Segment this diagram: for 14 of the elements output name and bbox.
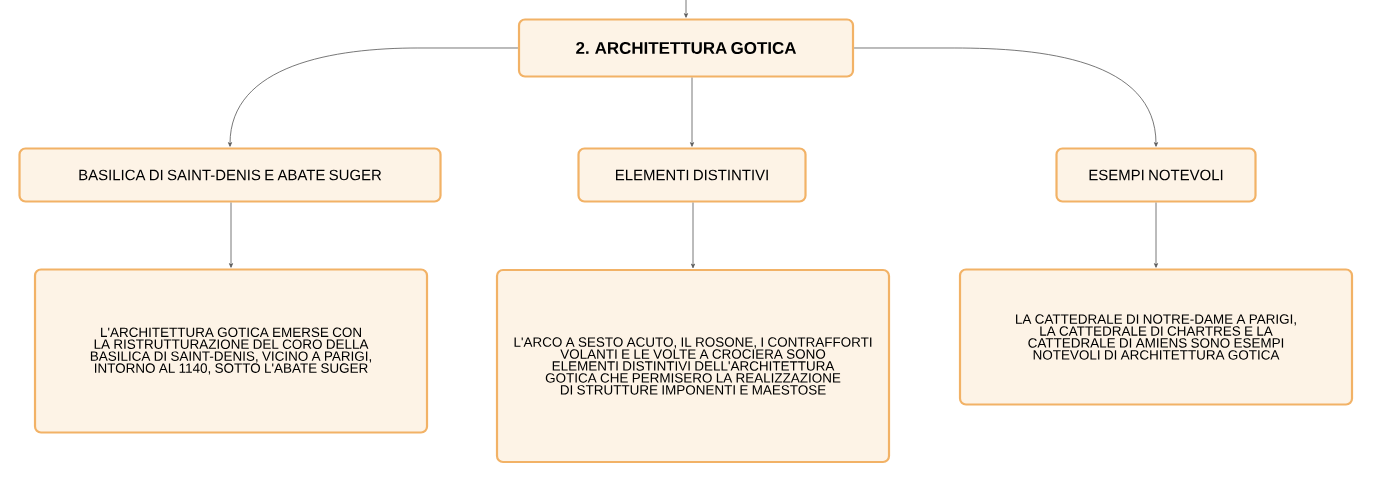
text-box: L'ARCO A SESTO ACUTO, IL ROSONE, I CONTRAFFORTI VOLANTI E LE VOLTE A CROCIERA SONO ELEMENTI DISTINTIVI DELL'ARCHITETTURA GOTICA CHE PERMISERO LA REALIZZAZIONE DI STRUTTURE IMPONENTI E MAESTOSE (495, 268, 891, 464)
arrow (229, 202, 233, 268)
text-box: L'ARCHITETTURA GOTICA EMERSE CON LA RISTRUTTURAZIONE DEL CORO DELLA BASILICA DI SAINT-DENIS, VICINO A PARIGI, INTORNO AL 1140, SOTTO L'ABATE SUGER (33, 268, 429, 434)
arrow (691, 202, 695, 269)
arrow (1154, 202, 1158, 268)
topic-box: ELEMENTI DISTINTIVI (577, 147, 807, 203)
arrow (690, 77, 694, 147)
text-box: LA CATTEDRALE DI NOTRE-DAME A PARIGI, LA CATTEDRALE DI CHARTRES E LA CATTEDRALE DI AMIENS SONO ESEMPI NOTEVOLI DI ARCHITETTURA GOTICA (958, 268, 1354, 406)
topic-box: BASILICA DI SAINT-DENIS E ABATE SUGER (18, 147, 442, 203)
title-box: 2. ARCHITETTURA GOTICA (517, 18, 855, 78)
topic-box: ESEMPI NOTEVOLI (1055, 147, 1257, 203)
arrow (684, 0, 688, 18)
arrow (228, 47, 519, 147)
arrow (853, 47, 1158, 147)
